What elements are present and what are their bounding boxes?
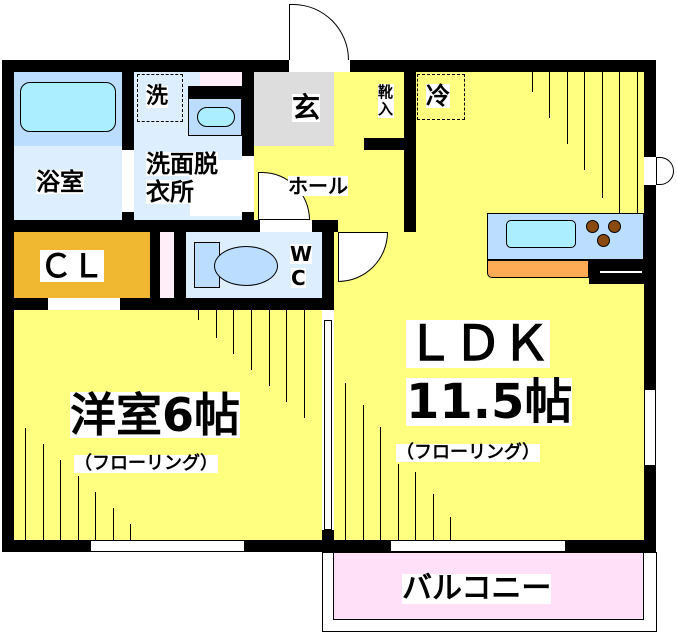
wall xyxy=(565,540,656,552)
wall xyxy=(2,60,289,72)
burner-icon xyxy=(597,234,610,247)
label-washroom-2: 衣所 xyxy=(146,178,194,206)
label-ldk: ＬＤＫ xyxy=(406,316,551,372)
side-window[interactable] xyxy=(656,157,674,185)
ldk-window[interactable] xyxy=(391,540,565,552)
wall xyxy=(350,60,656,72)
floor-line xyxy=(567,72,568,144)
floor-line xyxy=(637,72,638,213)
wall xyxy=(404,72,416,232)
sink-basin xyxy=(197,107,235,127)
floor-line xyxy=(345,383,346,540)
label-western-room-flooring: （フローリング） xyxy=(74,453,218,474)
wall xyxy=(364,138,416,150)
label-wc-c: C xyxy=(291,266,306,290)
label-wc-w: W xyxy=(290,242,313,266)
label-bath: 浴室 xyxy=(36,168,84,196)
floor-line xyxy=(602,72,603,198)
floor-line xyxy=(269,310,270,386)
floor-line xyxy=(25,428,26,540)
label-hall: ホール xyxy=(288,174,348,198)
wall xyxy=(120,298,334,310)
floor-line xyxy=(113,508,114,540)
wall xyxy=(242,212,254,220)
label-western-room: 洋室6帖 xyxy=(70,388,241,442)
floor-line xyxy=(233,310,234,354)
wall xyxy=(2,220,260,232)
kitchen-lower-counter xyxy=(487,260,589,278)
label-washroom-1: 洗面脱 xyxy=(146,150,218,178)
floor-line xyxy=(532,72,533,92)
toilet-bowl xyxy=(214,246,278,286)
floor-line xyxy=(216,310,217,338)
storage-niche xyxy=(200,72,242,86)
wall xyxy=(150,232,160,298)
label-ldk-size: 11.5帖 xyxy=(406,374,573,430)
floor-line xyxy=(549,72,550,118)
floor-line xyxy=(380,427,381,540)
bathtub xyxy=(20,82,116,132)
label-washer: 洗 xyxy=(146,84,169,109)
washer-space xyxy=(137,74,183,122)
wall xyxy=(2,540,91,552)
closet-door[interactable] xyxy=(48,298,120,310)
floor-line xyxy=(450,517,451,540)
fridge-space xyxy=(417,74,465,120)
floor-line xyxy=(415,472,416,540)
floor-line xyxy=(304,310,305,418)
ldk-side-window[interactable] xyxy=(644,390,656,465)
wall xyxy=(188,86,242,98)
entrance-door[interactable] xyxy=(289,4,349,60)
sliding-door[interactable] xyxy=(324,320,332,530)
burner-icon xyxy=(608,220,621,233)
floor-line xyxy=(251,310,252,370)
floor-line xyxy=(433,494,434,540)
floor-line xyxy=(60,460,61,540)
wall xyxy=(644,465,656,552)
floor-line xyxy=(363,405,364,540)
floor-line xyxy=(584,72,585,170)
label-shoe-storage: 靴入 xyxy=(378,83,394,118)
label-entrance: 玄 xyxy=(292,91,321,124)
floor-line xyxy=(198,310,199,320)
floor-line xyxy=(398,464,399,540)
floor-line xyxy=(78,476,79,540)
wall xyxy=(644,60,656,157)
kitchen-sink xyxy=(506,220,576,248)
toilet-tank xyxy=(194,242,220,288)
wall xyxy=(244,540,391,552)
floor-line xyxy=(619,72,620,213)
label-ldk-flooring: （フローリング） xyxy=(396,442,540,463)
vent-line xyxy=(600,271,642,273)
floor-line xyxy=(130,524,131,540)
floor-line xyxy=(43,444,44,540)
label-balcony: バルコニー xyxy=(402,571,552,606)
floor-line xyxy=(95,492,96,540)
wall xyxy=(2,298,48,310)
closet-gap xyxy=(160,232,174,298)
wall xyxy=(122,212,134,220)
wall xyxy=(174,232,186,298)
burner-icon xyxy=(586,220,599,233)
wall xyxy=(242,72,254,156)
wall xyxy=(644,185,656,390)
wall xyxy=(322,220,334,310)
floor-line xyxy=(286,310,287,402)
label-fridge: 冷 xyxy=(426,82,450,110)
wall xyxy=(322,530,334,552)
label-closet: ＣＬ xyxy=(40,247,105,285)
wall xyxy=(122,72,134,150)
western-window[interactable] xyxy=(91,540,244,552)
